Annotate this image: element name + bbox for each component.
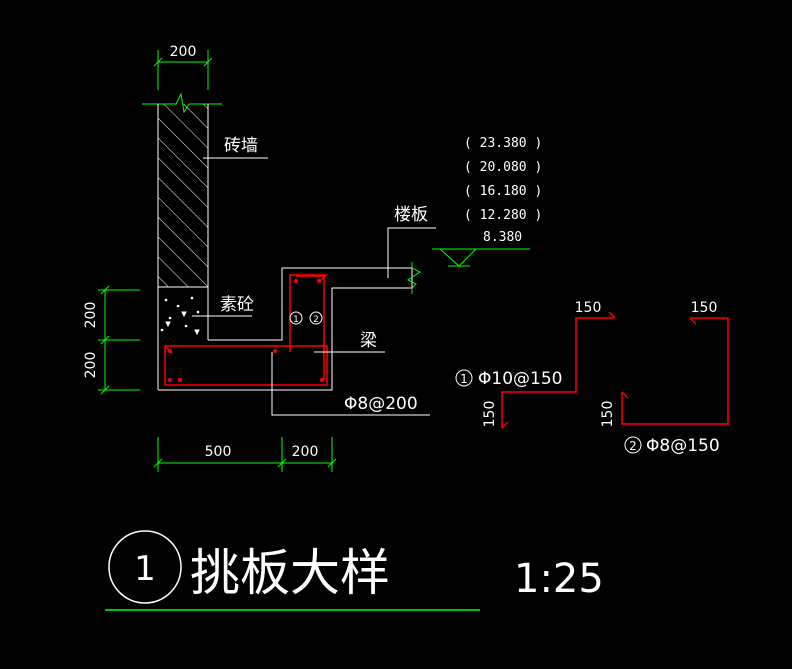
- rebar-detail-2-marker: [624, 436, 642, 454]
- dimension-base-height-upper-text: 200: [83, 302, 99, 329]
- rebar-detail-1-shape: [501, 317, 615, 428]
- callout-marker-1: [289, 311, 303, 325]
- elevation-4: ( 12.280 ): [464, 208, 542, 223]
- brick-wall: [157, 104, 209, 390]
- callout-marker-2-text: 2: [313, 315, 319, 325]
- beam-slab-outline: [158, 267, 413, 391]
- rebar-detail-1-hook-top: [608, 311, 616, 319]
- dimension-bottom: [153, 437, 337, 472]
- rebar-detail-1-hook-bottom: [501, 421, 509, 429]
- dimension-bottom-right-text: 200: [292, 444, 319, 460]
- title-number: 1: [134, 549, 156, 589]
- rebar-bar-2: [296, 275, 325, 380]
- rebar-detail-2-marker-text: 2: [629, 439, 637, 453]
- callout-marker-1-text: 1: [293, 315, 299, 325]
- rebar-detail-2-hook-top: [689, 317, 697, 325]
- elevation-5: 8.380: [483, 230, 522, 245]
- elevation-3: ( 16.180 ): [464, 184, 542, 199]
- elevation-list: ( 23.380 ) ( 20.080 ) ( 16.180 ) ( 12.28…: [464, 136, 542, 245]
- brick-wall-label: 砖墙: [224, 136, 258, 156]
- plain-concrete-block: [160, 287, 209, 340]
- rebar-detail-1-bottom-length: 150: [482, 401, 498, 428]
- elevation-symbol: [432, 248, 530, 267]
- dimension-base-height: [98, 285, 140, 395]
- plain-concrete-label: 素砼: [220, 295, 254, 315]
- dimension-base-height-lower-text: 200: [83, 352, 99, 379]
- bottom-rebar-leader: [271, 352, 430, 416]
- rebar-detail-1-marker-text: 1: [460, 372, 468, 386]
- floor-slab-leader: [387, 227, 436, 278]
- elevation-2: ( 20.080 ): [464, 160, 542, 175]
- rebar-detail-2-bottom-length: 150: [600, 401, 616, 428]
- rebar-bar-1: [289, 274, 328, 352]
- beam-stirrup: [164, 345, 328, 386]
- rebar-detail-1-top-length: 150: [575, 300, 602, 316]
- dimension-wall-width-text: 200: [170, 44, 197, 60]
- beam-label: 梁: [360, 331, 377, 351]
- rebar-dots: [168, 279, 324, 382]
- elevation-1: ( 23.380 ): [464, 136, 542, 151]
- slab-break-line: [407, 262, 421, 294]
- dimension-bottom-left-text: 500: [205, 444, 232, 460]
- title-number-circle: [108, 530, 182, 604]
- bottom-rebar-label: Φ8@200: [344, 394, 418, 414]
- floor-slab-label: 楼板: [394, 205, 428, 225]
- title-scale: 1:25: [514, 556, 604, 602]
- rebar-detail-1-marker: [455, 369, 473, 387]
- rebar-detail-2-spec: Φ8@150: [646, 436, 720, 456]
- rebar-detail-1-spec: Φ10@150: [478, 369, 562, 389]
- dimension-wall-width: [153, 50, 213, 90]
- callout-marker-2: [309, 311, 323, 325]
- rebar-detail-2-shape: [621, 317, 729, 425]
- rebar-detail-2-hook-bottom: [621, 391, 629, 399]
- rebar-detail-2-top-length: 150: [691, 300, 718, 316]
- title-text: 挑板大样: [190, 544, 390, 602]
